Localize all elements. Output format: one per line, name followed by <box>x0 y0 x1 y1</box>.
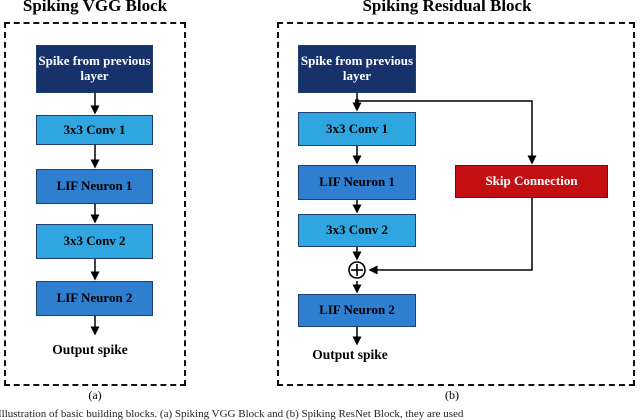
vgg-output-label: Output spike <box>52 342 128 357</box>
skip-connection-block: Skip Connection <box>455 165 608 198</box>
vgg-input-block: Spike from previous layer <box>36 45 153 93</box>
vgg-lif1-block: LIF Neuron 1 <box>36 169 153 204</box>
res-lif1-block: LIF Neuron 1 <box>298 165 416 200</box>
skip-path-bottom <box>368 198 533 275</box>
vgg-panel <box>4 22 186 386</box>
skip-path-top <box>357 100 537 165</box>
res-conv2-block: 3x3 Conv 2 <box>298 214 416 247</box>
vgg-lif2-block: LIF Neuron 2 <box>36 281 153 316</box>
vgg-sublabel: (a) <box>88 388 102 402</box>
figure-caption: Illustration of basic building blocks. (… <box>0 408 464 420</box>
res-conv1-block: 3x3 Conv 1 <box>298 112 416 146</box>
res-input-block: Spike from previous layer <box>298 45 416 93</box>
res-lif2-block: LIF Neuron 2 <box>298 294 416 327</box>
vgg-conv2-block: 3x3 Conv 2 <box>36 224 153 259</box>
adder-circle-icon <box>348 261 366 279</box>
res-split-dot <box>354 98 360 104</box>
vgg-block-title: Spiking VGG Block <box>22 0 168 15</box>
residual-block-title: Spiking Residual Block <box>362 0 532 15</box>
res-output-label: Output spike <box>312 347 388 362</box>
res-sublabel: (b) <box>445 388 459 402</box>
vgg-conv1-block: 3x3 Conv 1 <box>36 115 153 145</box>
residual-panel <box>277 22 635 386</box>
